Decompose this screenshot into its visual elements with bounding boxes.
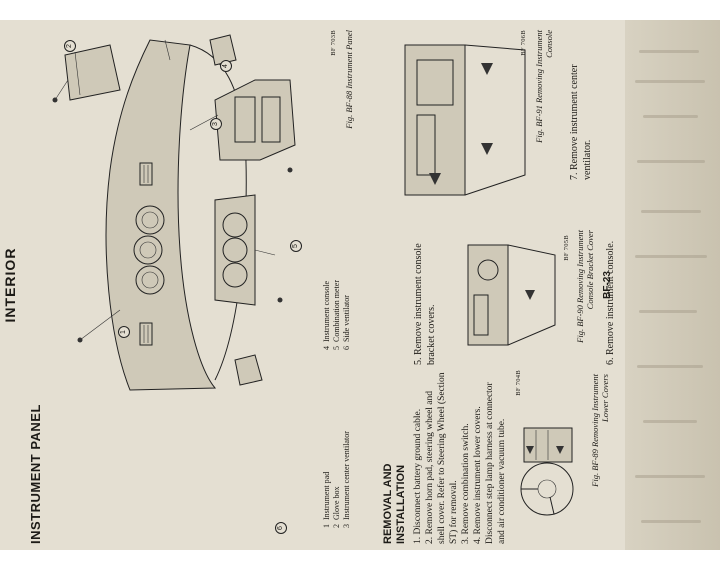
legend-num: 5 xyxy=(332,346,341,350)
legend-item: 5 Combination meter xyxy=(332,200,342,350)
fig88-caption: Fig. BF-88 Instrument Panel xyxy=(344,30,354,129)
legend-label: Combination meter xyxy=(332,280,341,342)
callout-3: 3 xyxy=(210,118,222,130)
callout-4: 4 xyxy=(220,60,232,72)
step-7-text: 7. Remove instrument center ventilator. xyxy=(569,64,593,180)
page-number: BF-23 xyxy=(602,271,613,299)
legend-label: Instrument center ventilator xyxy=(342,431,351,520)
legend-num: 2 xyxy=(332,524,341,528)
legend-right: 4 Instrument console 5 Combination meter… xyxy=(322,200,352,350)
callout-2: 2 xyxy=(64,40,76,52)
instrument-panel-exploded-diagram xyxy=(52,34,296,391)
bleed-line xyxy=(635,475,705,478)
running-header: INTERIOR xyxy=(2,247,18,323)
legend-item: 1 Instrument pad xyxy=(322,378,332,528)
removal-title-line2: INSTALLATION xyxy=(395,464,407,544)
legend-label: Instrument pad xyxy=(322,471,331,520)
fig91-caption-line1: Fig. BF-91 Removing Instrument xyxy=(534,30,544,143)
fig89-caption-line2: Lower Covers xyxy=(600,374,610,422)
removal-step: 2. Remove horn pad, steering wheel and s… xyxy=(425,372,459,544)
removal-step: 1. Disconnect battery ground cable. xyxy=(413,408,423,544)
manual-page-photo: INTERIOR INSTRUMENT PANEL xyxy=(0,20,720,550)
legend-num: 4 xyxy=(322,346,331,350)
fig89-code: BF 704B xyxy=(515,370,522,396)
removal-step: 4. Remove instrument lower covers. Disco… xyxy=(473,382,507,544)
legend-label: Glove box xyxy=(332,486,341,520)
bleed-line xyxy=(643,420,697,423)
legend-label: Instrument console xyxy=(322,280,331,342)
fig89-caption-line1: Fig. BF-89 Removing Instrument xyxy=(590,374,600,487)
legend-left: 1 Instrument pad 2 Glove box 3 Instrumen… xyxy=(322,378,352,528)
fig89-caption: Fig. BF-89 Removing Instrument Lower Cov… xyxy=(590,374,610,524)
legend-item: 3 Instrument center ventilator xyxy=(342,378,352,528)
bleed-line xyxy=(637,160,705,163)
bleed-line xyxy=(637,365,703,368)
legend-item: 4 Instrument console xyxy=(322,200,332,350)
fig90-caption-line2: Console Bracket Cover xyxy=(585,230,595,310)
removing-console-diagram xyxy=(404,44,526,196)
fig91-code: BF 706B xyxy=(520,30,527,56)
callout-5: 5 xyxy=(290,240,302,252)
callout-6: 6 xyxy=(275,522,287,534)
fig88-code: BF 703B xyxy=(330,30,337,56)
removal-step: 3. Remove combination switch. xyxy=(461,423,471,544)
rotated-page-content: INTERIOR INSTRUMENT PANEL xyxy=(0,20,620,550)
bleed-line xyxy=(635,80,705,83)
legend-num: 6 xyxy=(342,346,351,350)
removal-title: REMOVAL AND INSTALLATION xyxy=(382,354,408,544)
bleed-line xyxy=(639,50,699,53)
bleed-line xyxy=(639,310,697,313)
removing-console-bracket-cover-diagram xyxy=(467,244,556,346)
removing-lower-covers-diagram xyxy=(520,427,574,516)
legend-item: 6 Side ventilator xyxy=(342,200,352,350)
bleed-line xyxy=(641,210,701,213)
removal-title-line1: REMOVAL AND xyxy=(382,463,394,544)
adjacent-page-bleed xyxy=(625,20,720,550)
legend-num: 3 xyxy=(342,524,351,528)
bleed-line xyxy=(635,255,707,258)
bleed-line xyxy=(641,520,701,523)
legend-num: 1 xyxy=(322,524,331,528)
legend-label: Side ventilator xyxy=(342,295,351,342)
callout-1: 1 xyxy=(118,326,130,338)
fig90-code: BF 705B xyxy=(563,235,570,261)
fig90-caption: Fig. BF-90 Removing Instrument Console B… xyxy=(575,230,595,360)
fig91-caption: Fig. BF-91 Removing Instrument Console xyxy=(534,30,554,190)
legend-item: 2 Glove box xyxy=(332,378,342,528)
removal-steps: 1. Disconnect battery ground cable. 2. R… xyxy=(412,372,508,544)
fig91-caption-line2: Console xyxy=(544,30,554,58)
fig90-caption-line1: Fig. BF-90 Removing Instrument xyxy=(575,230,585,343)
bleed-line xyxy=(643,115,698,118)
step-5-text: 5. Remove instrument console bracket cov… xyxy=(413,243,437,365)
